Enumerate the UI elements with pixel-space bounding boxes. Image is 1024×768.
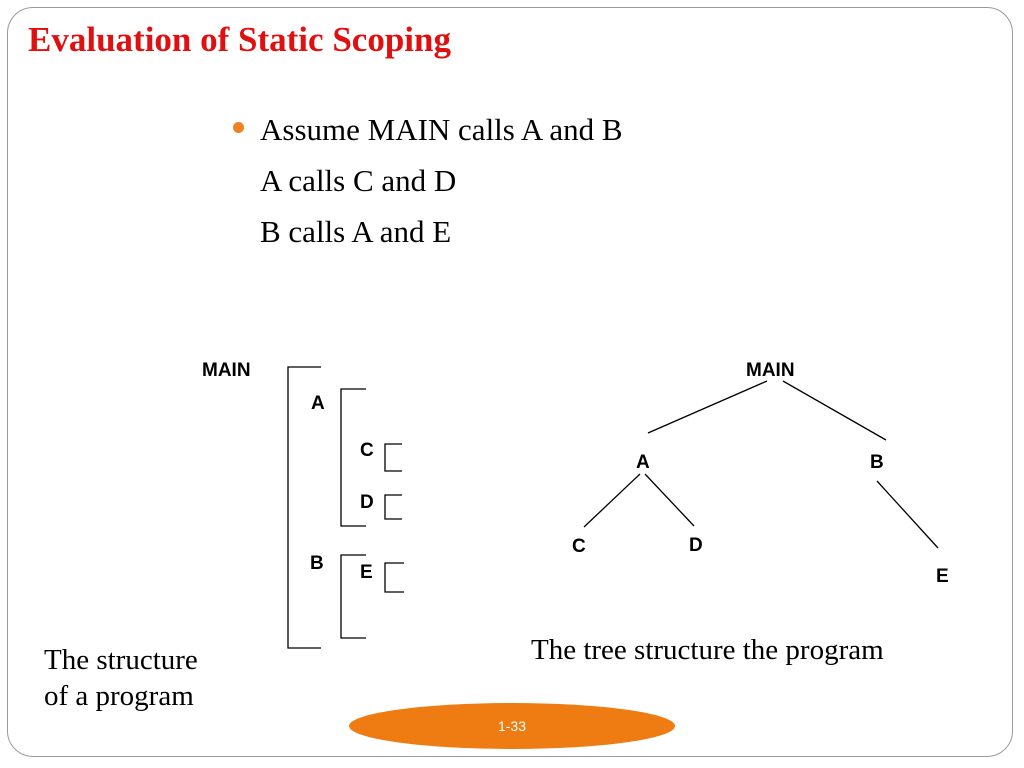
- tree-caption: The tree structure the program: [531, 634, 884, 666]
- bullet-line-3: B calls A and E: [260, 214, 452, 249]
- tree-edge-a-d: [644, 473, 695, 527]
- tree-label-a: A: [636, 452, 650, 473]
- structure-caption-line-1: The structure: [44, 644, 198, 676]
- bullet-dot-icon: [233, 122, 244, 133]
- b-scope-bracket: [340, 554, 366, 639]
- bullet-line-2: A calls C and D: [260, 163, 457, 198]
- a-scope-bracket: [340, 388, 366, 527]
- tree-edge-a-c: [583, 473, 641, 528]
- tree-label-e: E: [936, 566, 949, 587]
- d-scope-bracket: [384, 494, 402, 520]
- structure-diagram: [287, 366, 404, 649]
- bullet-item: Assume MAIN calls A and B: [233, 104, 623, 155]
- tree-label-main: MAIN: [746, 360, 795, 381]
- structure-caption-line-2: of a program: [44, 680, 194, 712]
- tree-edge-main-b: [782, 380, 887, 441]
- tree-label-d: D: [689, 535, 703, 556]
- tree-label-c: C: [572, 536, 586, 557]
- tree-edge-main-a: [647, 380, 768, 434]
- slide-frame: [7, 7, 1013, 757]
- bullet-line-1: Assume MAIN calls A and B: [260, 112, 623, 147]
- page-number-badge: 1-33: [349, 703, 675, 749]
- structure-label-c: C: [360, 440, 374, 461]
- c-scope-bracket: [384, 443, 402, 472]
- structure-label-a: A: [311, 393, 325, 414]
- e-scope-bracket: [384, 562, 404, 593]
- structure-caption: The structure of a program: [44, 642, 198, 714]
- bullet-list: Assume MAIN calls A and B A calls C and …: [233, 104, 623, 257]
- page-number: 1-33: [497, 718, 527, 734]
- tree-edge-b-e: [876, 480, 939, 549]
- structure-label-main: MAIN: [202, 360, 251, 381]
- structure-label-d: D: [360, 492, 374, 513]
- structure-label-e: E: [360, 562, 373, 583]
- tree-diagram: [583, 380, 939, 549]
- slide-title: Evaluation of Static Scoping: [28, 20, 451, 59]
- tree-label-b: B: [870, 452, 884, 473]
- structure-label-b: B: [310, 553, 324, 574]
- main-scope-bracket: [287, 366, 321, 649]
